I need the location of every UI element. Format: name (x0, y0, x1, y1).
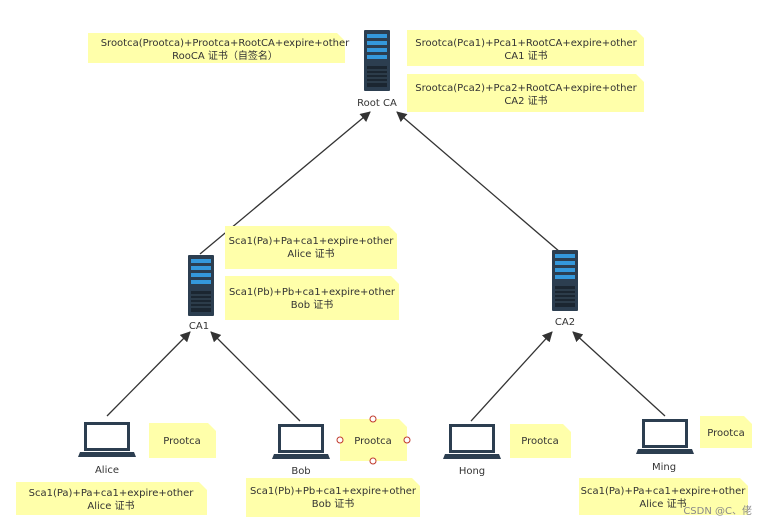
note-alice-cert-line2: Alice 证书 (87, 500, 134, 512)
node-ca2-label: CA2 (555, 317, 575, 328)
note-root-self-line1: Srootca(Prootca)+Prootca+RootCA+expire+o… (101, 38, 350, 49)
note-ming-cert[interactable]: Sca1(Pa)+Pa+ca1+expire+other Alice 证书 (579, 478, 748, 515)
note-ca1-bob-line2: Bob 证书 (291, 299, 334, 311)
note-ca2-cert[interactable]: Srootca(Pca2)+Pca2+RootCA+expire+other C… (407, 74, 644, 112)
note-ca1-bob-line1: Sca1(Pb)+Pb+ca1+expire+other (229, 287, 396, 298)
note-bob-cert[interactable]: Sca1(Pb)+Pb+ca1+expire+other Bob 证书 (246, 478, 420, 517)
note-bob-cert-line2: Bob 证书 (312, 498, 355, 510)
edge-alice-to-ca1 (106, 331, 191, 417)
node-root-ca[interactable]: Root CA (357, 30, 397, 109)
note-hong-prootca[interactable]: Prootca (510, 424, 571, 458)
edge-bob-to-ca1 (210, 331, 301, 422)
note-ca1-alice[interactable]: Sca1(Pa)+Pa+ca1+expire+other Alice 证书 (225, 226, 397, 269)
note-bob-prootca[interactable]: Prootca (340, 419, 407, 461)
laptop-icon (636, 419, 694, 454)
handle-left[interactable] (336, 436, 344, 444)
handle-top[interactable] (369, 415, 377, 423)
edge-ca2-to-root (396, 111, 561, 253)
node-ca1-label: CA1 (189, 321, 209, 332)
node-alice-label: Alice (95, 465, 119, 476)
note-ming-prootca-text: Prootca (707, 428, 745, 439)
edge-ming-to-ca2 (572, 331, 666, 417)
server-icon (552, 250, 578, 311)
note-ca1-cert-line2: CA1 证书 (504, 50, 547, 62)
note-ca1-bob[interactable]: Sca1(Pb)+Pb+ca1+expire+other Bob 证书 (225, 276, 399, 320)
handle-right[interactable] (403, 436, 411, 444)
note-bob-cert-line1: Sca1(Pb)+Pb+ca1+expire+other (250, 486, 417, 497)
node-ca2[interactable]: CA2 (552, 250, 578, 328)
edge-hong-to-ca2 (470, 331, 553, 422)
note-ming-cert-line2: Alice 证书 (639, 498, 686, 510)
note-root-self-line2: RooCA 证书（自签名） (172, 49, 278, 62)
note-ca1-alice-line2: Alice 证书 (287, 248, 334, 260)
note-alice-cert[interactable]: Sca1(Pa)+Pa+ca1+expire+other Alice 证书 (16, 482, 207, 515)
node-ming-label: Ming (652, 462, 676, 473)
note-hong-prootca-text: Prootca (521, 436, 559, 447)
note-ming-cert-line1: Sca1(Pa)+Pa+ca1+expire+other (581, 486, 747, 497)
node-hong[interactable]: Hong (443, 424, 501, 477)
node-root-ca-label: Root CA (357, 98, 397, 109)
node-alice[interactable]: Alice (78, 422, 136, 476)
node-hong-label: Hong (459, 466, 485, 477)
node-bob-label: Bob (291, 466, 310, 477)
node-ming[interactable]: Ming (636, 419, 694, 473)
note-ca1-cert-line1: Srootca(Pca1)+Pca1+RootCA+expire+other (415, 38, 637, 49)
watermark-text: CSDN @C、佬 (683, 504, 752, 517)
note-ca1-cert[interactable]: Srootca(Pca1)+Pca1+RootCA+expire+other C… (407, 30, 644, 66)
note-alice-cert-line1: Sca1(Pa)+Pa+ca1+expire+other (29, 488, 195, 499)
handle-bottom[interactable] (369, 457, 377, 465)
note-ming-prootca[interactable]: Prootca (700, 416, 752, 448)
server-icon (364, 30, 390, 91)
laptop-icon (443, 424, 501, 459)
server-icon (188, 255, 214, 316)
edges (106, 111, 666, 422)
node-bob[interactable]: Bob (272, 424, 330, 477)
note-ca2-cert-line2: CA2 证书 (504, 95, 547, 107)
note-ca1-alice-line1: Sca1(Pa)+Pa+ca1+expire+other (229, 236, 395, 247)
node-ca1[interactable]: CA1 (188, 255, 214, 332)
selection-handles[interactable] (336, 415, 411, 465)
note-alice-prootca-text: Prootca (163, 436, 201, 447)
note-ca2-cert-line1: Srootca(Pca2)+Pca2+RootCA+expire+other (415, 83, 637, 94)
laptop-icon (272, 424, 330, 459)
note-alice-prootca[interactable]: Prootca (149, 423, 216, 458)
note-root-self[interactable]: Srootca(Prootca)+Prootca+RootCA+expire+o… (88, 33, 350, 63)
laptop-icon (78, 422, 136, 457)
note-bob-prootca-text: Prootca (354, 436, 392, 447)
